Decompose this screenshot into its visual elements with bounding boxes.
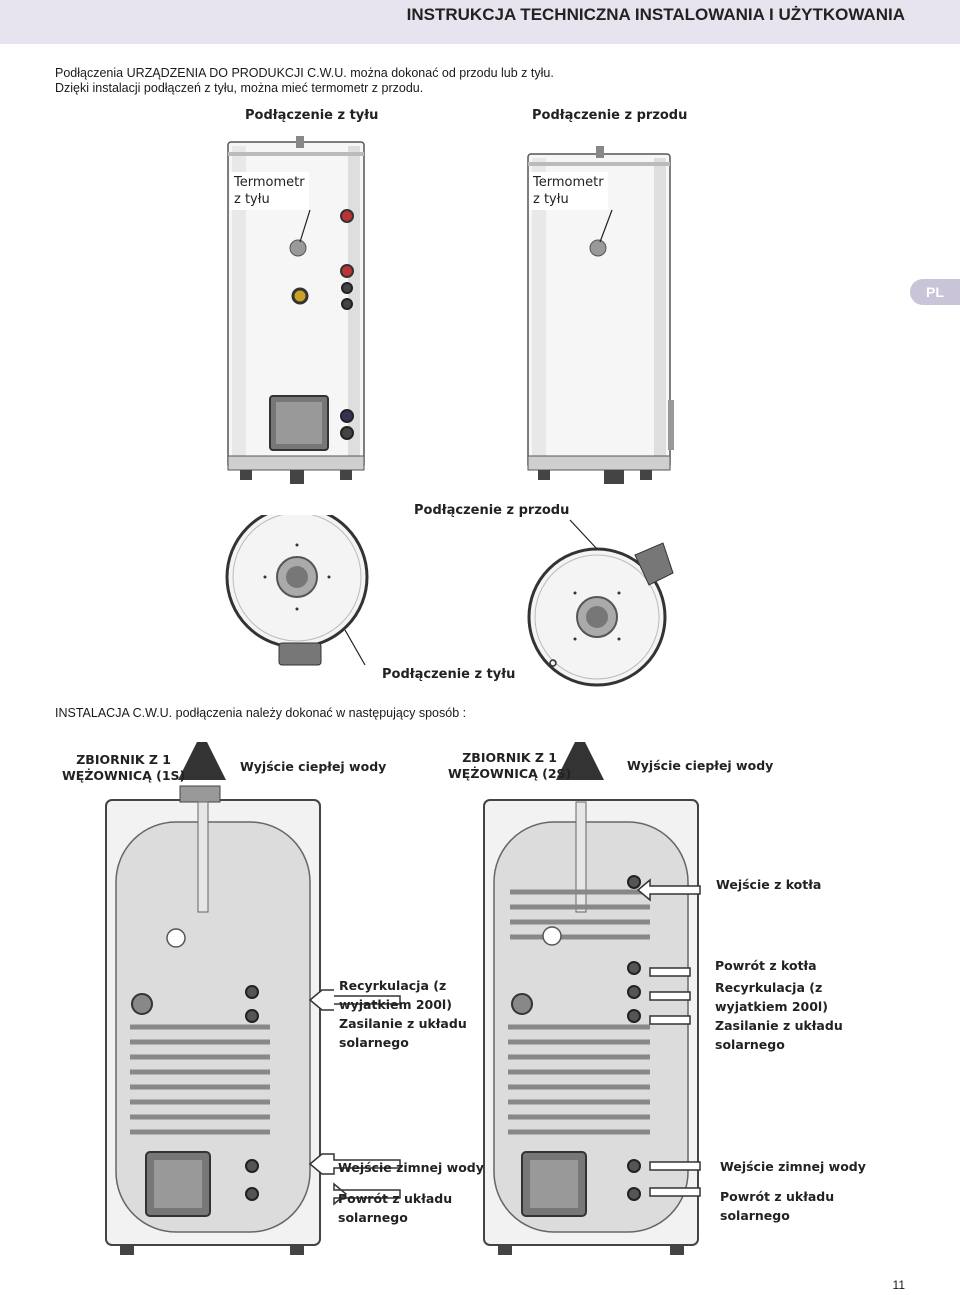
tank-1s-title: ZBIORNIK Z 1 WĘŻOWNICĄ (1S) (62, 752, 186, 783)
front-view-figure (227, 136, 674, 484)
tank-2s-title: ZBIORNIK Z 1 WĘŻOWNICĄ (2S) (448, 750, 572, 781)
tank-1s-solar-return-label: Powrót z układu solarnego (338, 1191, 453, 1225)
tank-2s-solar-return-label: Powrót z układu solarnego (720, 1189, 835, 1223)
tank-1s-coil (130, 1024, 270, 1135)
back-connection-title: Podłączenie z tyłu (245, 108, 379, 123)
tank-2s-drawing (483, 742, 699, 1255)
tank-1s-drawing (105, 742, 321, 1255)
tank-1s-hot-out-label: Wyjście ciepłej wody (240, 759, 387, 774)
language-tab: PL (910, 279, 960, 305)
tank-2s-upper-coil (510, 889, 650, 940)
tank-2s-boiler-return-label: Powrót z kotła (715, 958, 817, 973)
tank-2s-arrows (636, 878, 701, 1197)
tank-1s-arrows (308, 989, 401, 1206)
header-bar: INSTRUKCJA TECHNICZNA INSTALOWANIA I UŻY… (0, 0, 960, 44)
tank-2s-hot-out-label: Wyjście ciepłej wody (627, 758, 774, 773)
heater-left-front (227, 136, 365, 484)
thermometer-tag-left: Termometr z tyłu (230, 172, 309, 210)
tank-1s-cold-in-label: Wejście zimnej wody (338, 1160, 484, 1175)
tank-1s-recirc-supply-labels: Recyrkulacja (z wyjatkiem 200l) Zasilani… (339, 978, 467, 1050)
installation-text: INSTALACJA C.W.U. podłączenia należy dok… (55, 706, 467, 720)
tank-2s-recirc-supply-labels: Recyrkulacja (z wyjatkiem 200l) Zasilani… (715, 980, 843, 1052)
tank-2s-cold-in-label: Wejście zimnej wody (720, 1159, 866, 1174)
tank-2s-lower-coil (508, 1024, 650, 1135)
thermometer-tag-right: Termometr z tyłu (529, 172, 608, 210)
top-view-figure (225, 515, 674, 687)
heater-right-front (527, 146, 674, 484)
tank-2s-boiler-in-label: Wejście z kotła (716, 877, 822, 892)
intro-line-2: Dzięki instalacji podłączeń z tyłu, możn… (55, 81, 424, 95)
tank-diagrams (105, 742, 701, 1255)
document-title: INSTRUKCJA TECHNICZNA INSTALOWANIA I UŻY… (406, 5, 905, 24)
front-connection-title: Podłączenie z przodu (532, 108, 688, 123)
intro-line-1: Podłączenia URZĄDZENIA DO PRODUKCJI C.W.… (55, 66, 554, 80)
page-number: 11 (892, 1278, 905, 1292)
top-view-left (225, 515, 369, 666)
top-front-label: Podłączenie z przodu (414, 503, 570, 518)
top-back-label: Podłączenie z tyłu (382, 667, 516, 682)
top-view-right (527, 519, 674, 687)
intro-text: Podłączenia URZĄDZENIA DO PRODUKCJI C.W.… (55, 66, 554, 96)
